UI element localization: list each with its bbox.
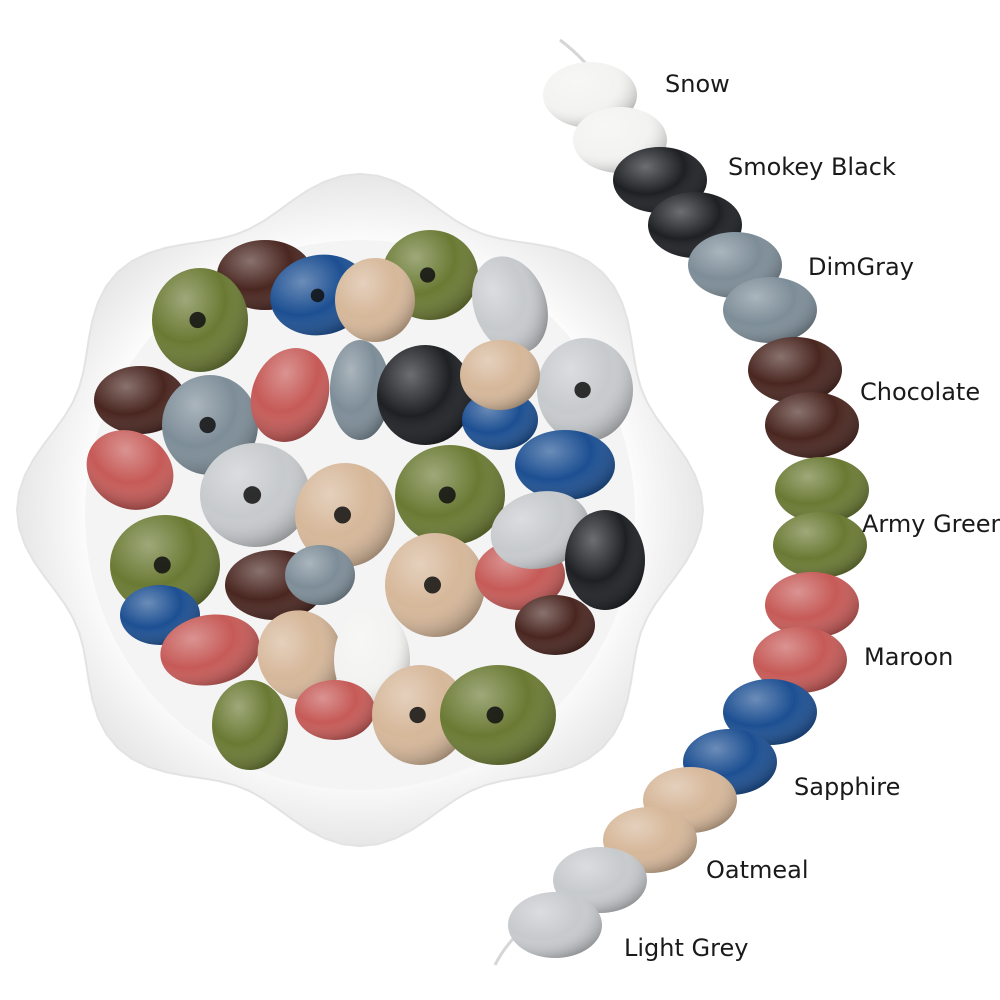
strand-bead bbox=[753, 627, 847, 693]
strand-bead bbox=[775, 457, 869, 523]
bead bbox=[86, 430, 174, 510]
strand-bead bbox=[765, 392, 859, 458]
bead bbox=[385, 533, 485, 637]
bead bbox=[200, 443, 310, 547]
bead bbox=[160, 614, 260, 686]
strand-bead bbox=[723, 277, 817, 343]
bowl-bead-pile bbox=[86, 230, 645, 770]
bead bbox=[110, 515, 220, 615]
bead bbox=[372, 665, 468, 765]
bead bbox=[460, 340, 540, 410]
label-smokey-black: Smokey Black bbox=[728, 153, 896, 181]
bead bbox=[212, 680, 288, 770]
strand-bead bbox=[773, 512, 867, 578]
label-dimgray: DimGray bbox=[808, 253, 914, 281]
strand-bead bbox=[723, 679, 817, 745]
strand-bead bbox=[508, 892, 602, 958]
bead bbox=[295, 680, 375, 740]
bead bbox=[152, 268, 248, 372]
bead bbox=[395, 445, 505, 545]
bead bbox=[330, 340, 390, 440]
label-light-grey: Light Grey bbox=[624, 934, 749, 962]
bead bbox=[250, 348, 330, 442]
strand-bead bbox=[748, 337, 842, 403]
label-chocolate: Chocolate bbox=[860, 378, 981, 406]
bead bbox=[377, 345, 473, 445]
label-oatmeal: Oatmeal bbox=[706, 856, 809, 884]
strand-bead bbox=[765, 572, 859, 638]
bead bbox=[295, 463, 395, 567]
label-maroon: Maroon bbox=[864, 643, 954, 671]
bead bbox=[472, 256, 548, 354]
bead bbox=[335, 258, 415, 342]
bead bbox=[537, 338, 633, 442]
label-snow: Snow bbox=[665, 70, 730, 98]
bead-strand bbox=[493, 38, 869, 966]
bead bbox=[515, 595, 595, 655]
bead bbox=[565, 510, 645, 610]
bead bbox=[285, 545, 355, 605]
bead bbox=[515, 430, 615, 500]
bead bbox=[257, 610, 343, 700]
label-army-green: Army Green bbox=[862, 510, 1000, 538]
bead bbox=[490, 491, 590, 569]
label-sapphire: Sapphire bbox=[794, 773, 901, 801]
bead bbox=[440, 665, 556, 765]
